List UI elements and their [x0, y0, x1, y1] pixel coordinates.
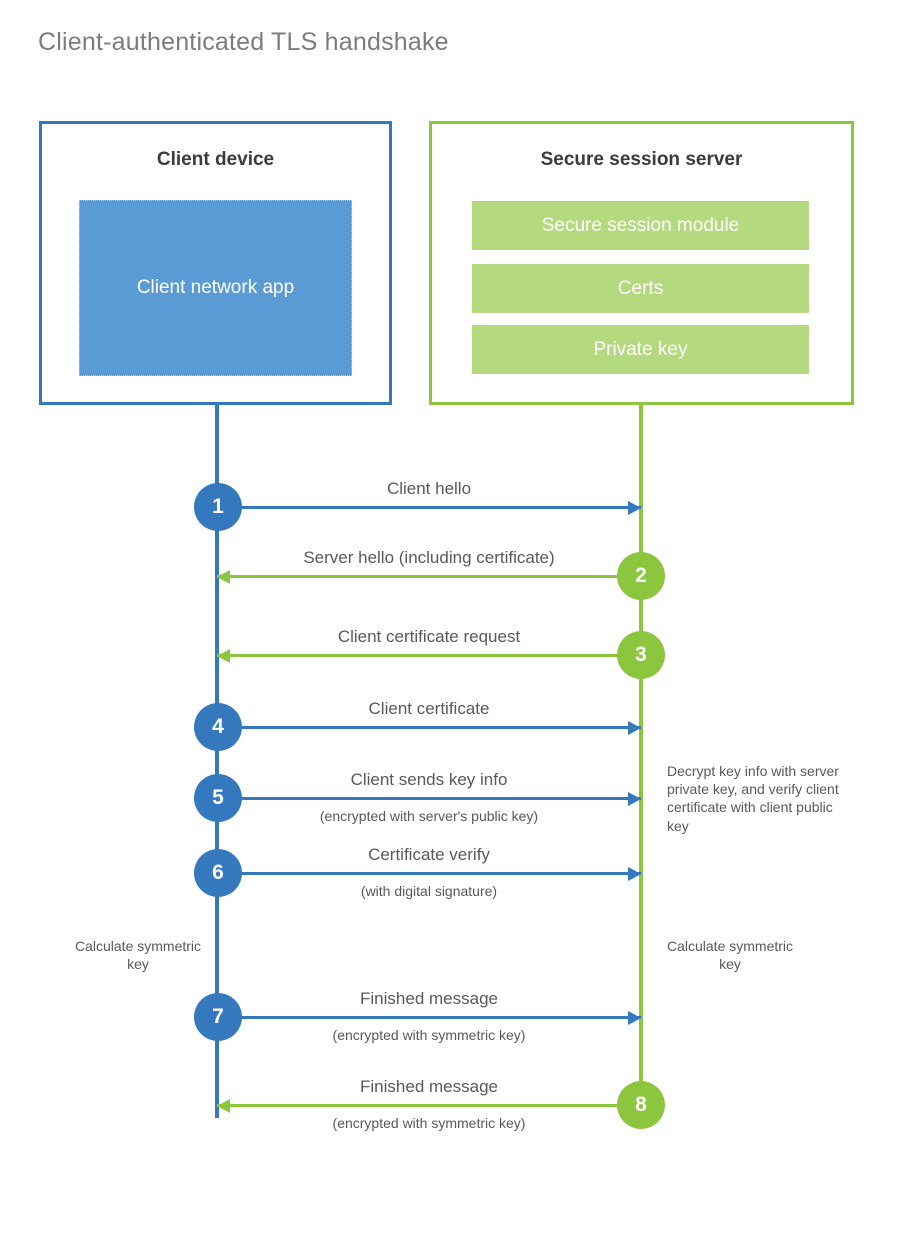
server-lifeline [639, 405, 643, 1105]
message-label-1: Client hello [386, 479, 472, 498]
client-device-title: Client device [156, 149, 275, 170]
note-decrypt-key-info: Decrypt key info with server private key… [667, 763, 839, 834]
message-label-7: Finished message [360, 989, 498, 1008]
arrowhead-left-2 [217, 570, 230, 584]
message-label-4: Client certificate [368, 699, 490, 718]
note-calculate-symmetric-key-server: Calculate symmetric key [666, 938, 794, 973]
message-sublabel-7: (encrypted with symmetric key) [332, 1027, 526, 1043]
client-network-app-block: Client network app [79, 200, 352, 376]
message-line-4 [217, 726, 641, 729]
page-title: Client-authenticated TLS handshake [38, 28, 449, 56]
message-label-6: Certificate verify [368, 845, 490, 864]
server-component-private-key: Private key [472, 325, 809, 374]
arrowhead-right-6 [628, 867, 641, 881]
secure-session-server-box: Secure session server Secure session mod… [429, 121, 854, 405]
message-sublabel-8: (encrypted with symmetric key) [332, 1115, 526, 1131]
step-circle-1: 1 [194, 483, 242, 531]
message-line-6 [217, 872, 641, 875]
client-lifeline [215, 405, 219, 1118]
step-circle-6: 6 [194, 849, 242, 897]
message-line-1 [217, 506, 641, 509]
message-sublabel-5: (encrypted with server's public key) [319, 808, 539, 824]
step-circle-7: 7 [194, 993, 242, 1041]
arrowhead-right-7 [628, 1011, 641, 1025]
arrowhead-right-4 [628, 721, 641, 735]
server-component-certs: Certs [472, 264, 809, 313]
message-line-8 [217, 1104, 641, 1107]
arrowhead-right-5 [628, 792, 641, 806]
step-circle-5: 5 [194, 774, 242, 822]
message-line-2 [217, 575, 641, 578]
message-label-3: Client certificate request [337, 627, 521, 646]
client-device-box: Client device Client network app [39, 121, 392, 405]
secure-session-server-title: Secure session server [540, 149, 743, 170]
message-label-8: Finished message [360, 1077, 498, 1096]
message-sublabel-6: (with digital signature) [360, 883, 498, 899]
message-line-3 [217, 654, 641, 657]
server-component-secure-session-module: Secure session module [472, 201, 809, 250]
note-calculate-symmetric-key-client: Calculate symmetric key [74, 938, 202, 973]
step-circle-8: 8 [617, 1081, 665, 1129]
message-label-5: Client sends key info [350, 770, 508, 789]
arrowhead-left-8 [217, 1099, 230, 1113]
message-label-2: Server hello (including certificate) [303, 548, 555, 567]
message-line-5 [217, 797, 641, 800]
step-circle-2: 2 [617, 552, 665, 600]
message-line-7 [217, 1016, 641, 1019]
step-circle-3: 3 [617, 631, 665, 679]
arrowhead-right-1 [628, 501, 641, 515]
step-circle-4: 4 [194, 703, 242, 751]
arrowhead-left-3 [217, 649, 230, 663]
